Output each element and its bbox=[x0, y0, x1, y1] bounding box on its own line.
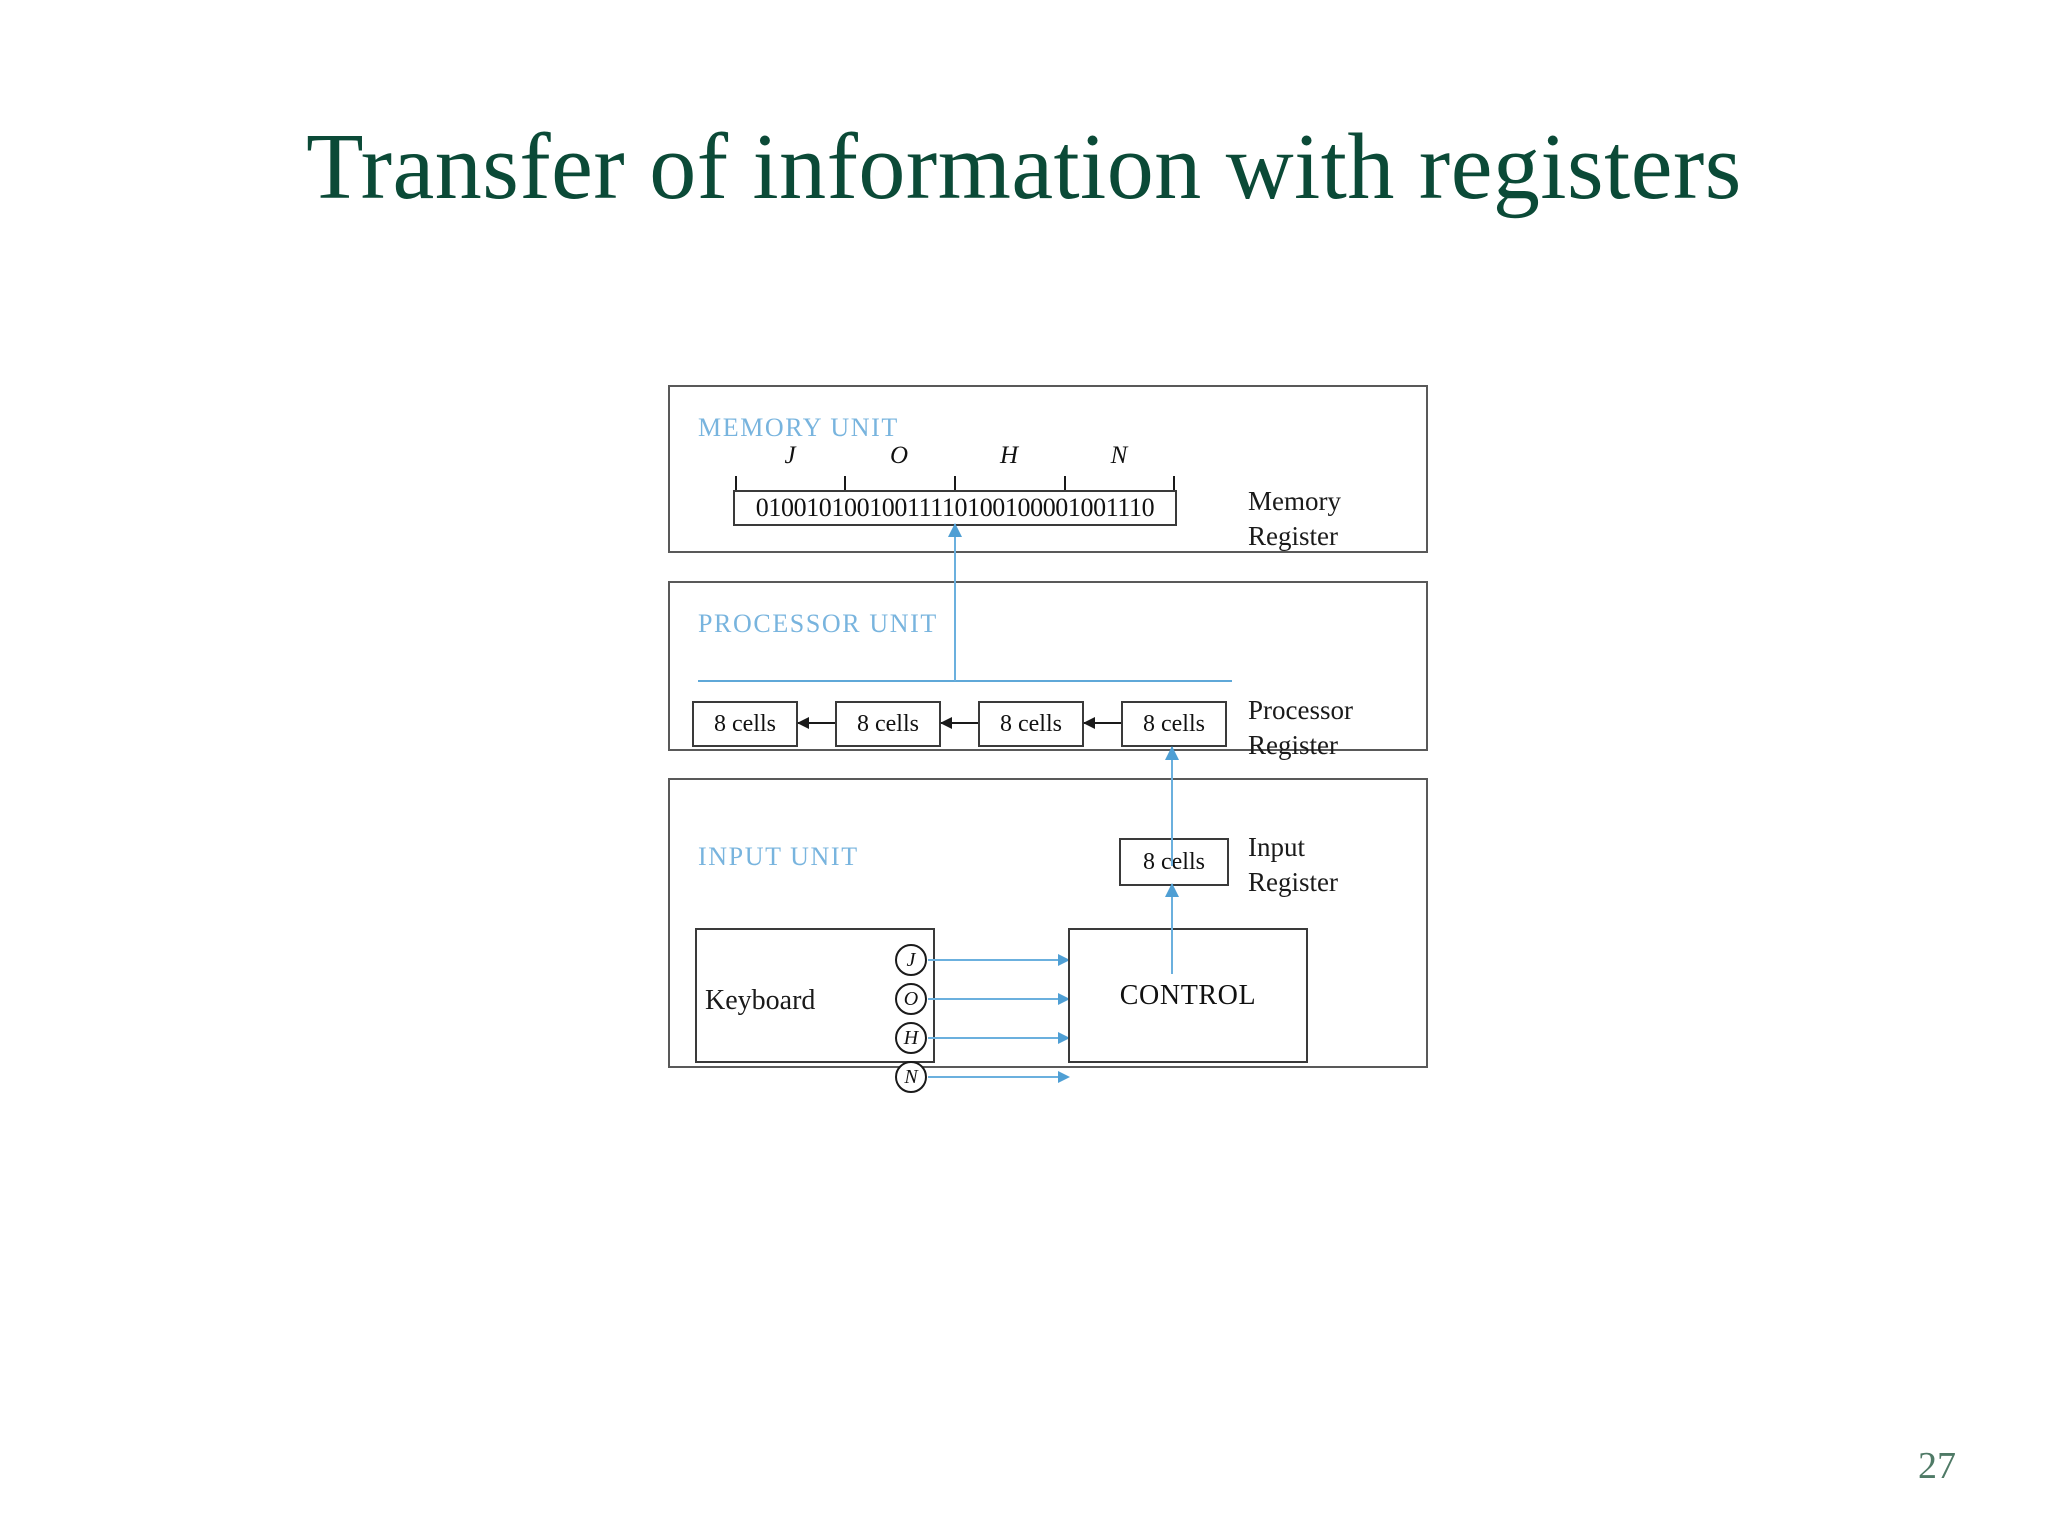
key-signal-arrow-icon bbox=[928, 1071, 1070, 1083]
memory-register-label-line1: Memory bbox=[1248, 486, 1341, 516]
input-register-label-line1: Input bbox=[1248, 832, 1305, 862]
processor-unit-heading: PROCESSOR UNIT bbox=[698, 609, 938, 638]
input-register-cell: 8 cells bbox=[1119, 838, 1229, 886]
page-number: 27 bbox=[1918, 1445, 1956, 1487]
input-unit-heading: INPUT UNIT bbox=[698, 842, 859, 871]
input-register-label-line2: Register bbox=[1248, 866, 1338, 897]
key-signal-arrow-icon bbox=[928, 993, 1070, 1005]
processor-register-label-line1: Processor bbox=[1248, 695, 1353, 725]
input-to-processor-arrow-icon bbox=[1165, 746, 1179, 866]
input-register-label: Input Register bbox=[1248, 830, 1338, 899]
memory-register-label: Memory Register bbox=[1248, 484, 1341, 553]
processor-bus-line bbox=[698, 680, 1232, 682]
processor-cell-1: 8 cells bbox=[692, 701, 798, 747]
memory-unit-box: MEMORY UNIT J O H N 01001010010011110100… bbox=[668, 385, 1428, 553]
processor-cell-4: 8 cells bbox=[1121, 701, 1227, 747]
scale-tick bbox=[954, 476, 956, 490]
scale-tick bbox=[844, 476, 846, 490]
keyboard-label: Keyboard bbox=[705, 985, 816, 1016]
scale-letter-j: J bbox=[784, 442, 796, 469]
keyboard-key-j[interactable]: J bbox=[895, 944, 927, 976]
shift-arrow-icon bbox=[940, 717, 978, 729]
keyboard-key-h[interactable]: H bbox=[895, 1022, 927, 1054]
scale-tick bbox=[1064, 476, 1066, 490]
input-unit-box: INPUT UNIT 8 cells Input Register Keyboa… bbox=[668, 778, 1428, 1093]
scale-letter-n: N bbox=[1110, 442, 1128, 469]
scale-letter-h: H bbox=[999, 442, 1019, 469]
processor-cell-2: 8 cells bbox=[835, 701, 941, 747]
control-box: CONTROL bbox=[1068, 928, 1308, 1063]
key-signal-arrow-icon bbox=[928, 954, 1070, 966]
scale-tick bbox=[1173, 476, 1175, 490]
processor-to-memory-arrow-icon bbox=[948, 523, 962, 681]
scale-letter-o: O bbox=[889, 442, 909, 469]
memory-unit-heading: MEMORY UNIT bbox=[698, 413, 899, 442]
keyboard-key-o[interactable]: O bbox=[895, 983, 927, 1015]
memory-register-bits: 01001010010011110100100001001110 bbox=[733, 490, 1177, 526]
shift-arrow-icon bbox=[797, 717, 835, 729]
control-to-input-register-arrow-icon bbox=[1165, 883, 1179, 974]
page-title: Transfer of information with registers bbox=[306, 115, 1742, 219]
processor-cell-3: 8 cells bbox=[978, 701, 1084, 747]
processor-unit-box: PROCESSOR UNIT 8 cells 8 cells 8 cells 8… bbox=[668, 581, 1428, 760]
processor-register-label: Processor Register bbox=[1248, 693, 1353, 762]
processor-register-label-line2: Register bbox=[1248, 729, 1338, 760]
memory-register-label-line2: Register bbox=[1248, 520, 1338, 551]
keyboard-key-n[interactable]: N bbox=[895, 1061, 927, 1093]
key-signal-arrow-icon bbox=[928, 1032, 1070, 1044]
register-transfer-diagram: MEMORY UNIT J O H N 01001010010011110100… bbox=[668, 385, 1428, 1255]
scale-tick bbox=[735, 476, 737, 490]
shift-arrow-icon bbox=[1083, 717, 1121, 729]
